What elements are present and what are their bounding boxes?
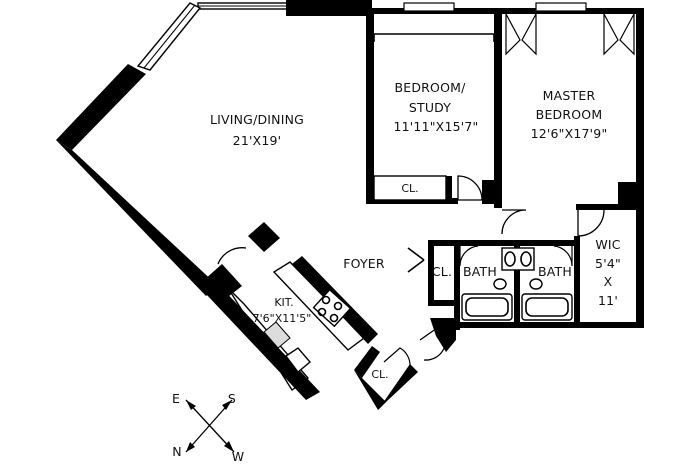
compass-arrow-n (186, 442, 195, 452)
compass-rose: E S N W (172, 391, 244, 464)
compass-n-label: N (172, 444, 182, 459)
compass-arrow-e (186, 400, 196, 410)
wic-dims-line2: X (604, 274, 613, 289)
entry-closet-walls (354, 346, 418, 410)
wic-walls (574, 236, 644, 328)
compass-w-label: W (232, 449, 245, 464)
room-labels: LIVING/DINING 21'X19' BEDROOM/ STUDY 11'… (210, 80, 621, 381)
master-bedroom-label-line2: BEDROOM (536, 107, 603, 122)
bath-2-label: BATH (538, 264, 572, 279)
master-bedroom-label-line1: MASTER (543, 88, 596, 103)
living-dining-label: LIVING/DINING (210, 112, 304, 127)
bedroom-study-walls (366, 2, 502, 208)
compass-arrow-s (222, 400, 232, 410)
living-dining-dims: 21'X19' (233, 133, 282, 148)
bedroom-study-dims: 11'11"X15'7" (393, 119, 478, 134)
kitchen-label: KIT. (274, 296, 293, 309)
foyer-closet-walls (407, 240, 456, 361)
master-bedroom-walls (501, 2, 644, 328)
kitchen-walls (204, 222, 378, 400)
compass-s-label: S (228, 391, 236, 406)
kitchen-dims: 7'6"X11'5" (253, 312, 312, 325)
bedroom-study-label-line2: STUDY (409, 100, 451, 115)
living-dining-walls (56, 0, 372, 296)
master-bedroom-dims: 12'6"X17'9" (531, 126, 608, 141)
compass-arrow-w (224, 441, 234, 452)
closet-foyer-label: CL. (432, 264, 452, 279)
compass-e-label: E (172, 391, 180, 406)
wic-dims-line1: 5'4" (595, 256, 621, 271)
closet-bedroom-label: CL. (401, 182, 418, 195)
foyer-label: FOYER (343, 256, 385, 271)
bath-1-label: BATH (463, 264, 497, 279)
closet-entry-label: CL. (371, 368, 388, 381)
bedroom-study-label-line1: BEDROOM/ (394, 80, 466, 95)
bathroom-walls (428, 240, 578, 330)
wic-dims-line3: 11' (598, 293, 618, 308)
wic-label: WIC (595, 237, 620, 252)
